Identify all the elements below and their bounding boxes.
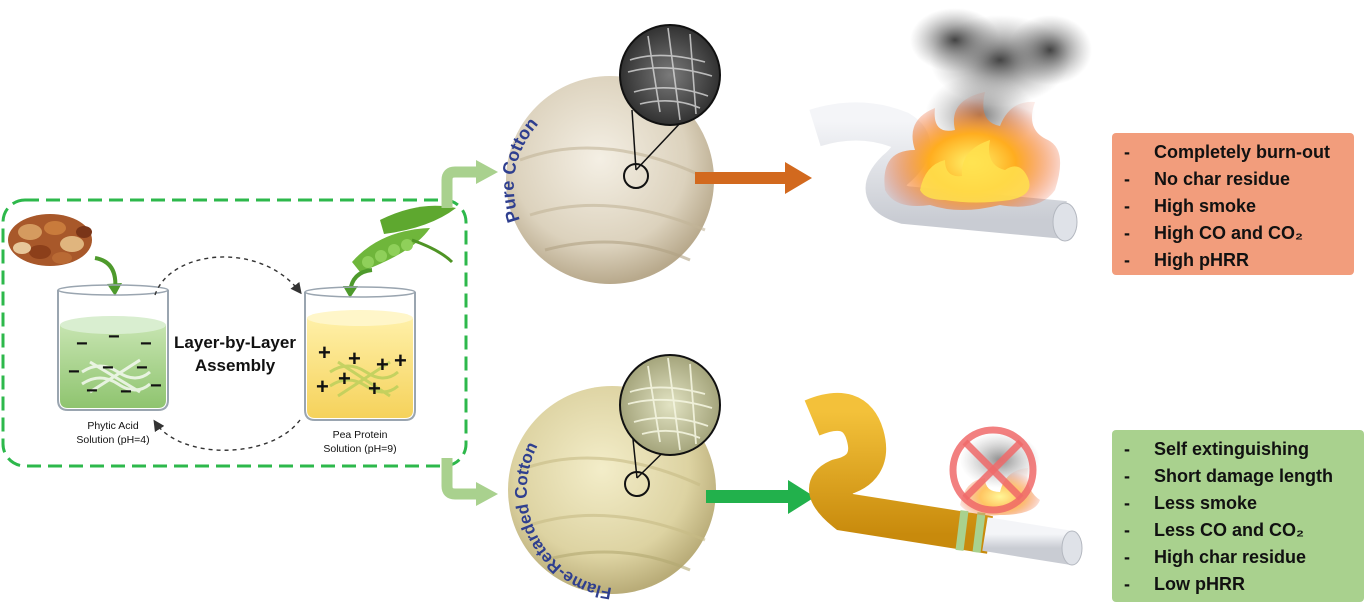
green-arrow-head	[788, 480, 815, 514]
pea-pod-icon	[352, 205, 456, 272]
pure-cotton-fabric	[506, 76, 714, 284]
no-fire-icon	[949, 426, 1037, 514]
svg-text:−: −	[86, 380, 98, 402]
svg-text:+: +	[318, 340, 331, 365]
phytic-label-line1: Phytic Acid	[87, 420, 139, 432]
svg-text:−: −	[102, 357, 114, 379]
pea-protein-beaker: +++ ++++	[304, 286, 416, 421]
pure-property-item: -High CO and CO₂	[1124, 223, 1303, 243]
svg-text:−: −	[76, 333, 88, 355]
layer-assembly-label-line1: Layer-by-Layer	[174, 333, 296, 352]
fr-property-item: -Less smoke	[1124, 493, 1258, 513]
layer-assembly-label-line2: Assembly	[195, 356, 276, 375]
orange-arrow-shaft	[695, 172, 787, 184]
orange-arrow-head	[785, 162, 812, 194]
pea-label-line1: Pea Protein	[333, 429, 388, 441]
svg-text:+: +	[348, 346, 361, 371]
svg-text:+: +	[394, 348, 407, 373]
fr-cotton-properties: -Self extinguishing -Short damage length…	[1112, 430, 1364, 602]
phytic-label-line2: Solution (pH=4)	[76, 434, 149, 446]
sem-image-fr	[619, 354, 721, 456]
zoom-line-pure-a	[631, 109, 637, 171]
green-arrow-shaft	[706, 490, 790, 503]
pure-property-item: -No char residue	[1124, 169, 1291, 189]
svg-text:−: −	[68, 361, 80, 383]
svg-text:−: −	[108, 326, 120, 348]
cycle-arrow-top	[154, 256, 302, 296]
nuts-icon	[8, 214, 92, 266]
pure-property-item: -Completely burn-out	[1124, 142, 1330, 162]
pure-property-item: -High smoke	[1124, 196, 1257, 216]
svg-text:−: −	[120, 381, 132, 403]
zoom-spot-pure	[623, 163, 649, 189]
cycle-arrow-bottom	[153, 419, 301, 451]
svg-text:−: −	[150, 375, 162, 397]
svg-text:+: +	[376, 352, 389, 377]
pea-label-line2: Solution (pH=9)	[323, 443, 396, 455]
pure-property-item: -High pHRR	[1124, 250, 1249, 270]
fr-property-item: -High char residue	[1124, 547, 1307, 567]
svg-text:+: +	[368, 376, 381, 401]
svg-text:+: +	[316, 374, 329, 399]
fr-property-item: -Self extinguishing	[1124, 439, 1310, 459]
fr-property-item: -Low pHRR	[1124, 574, 1245, 594]
svg-text:−: −	[140, 333, 152, 355]
treated-fabric-tube	[804, 392, 1083, 566]
fr-property-item: -Less CO and CO₂	[1124, 520, 1305, 540]
pure-cotton-properties: -Completely burn-out -No char residue -H…	[1112, 133, 1354, 275]
phytic-acid-beaker: −−− −−− −−−	[57, 284, 169, 411]
zoom-spot-fr	[624, 471, 650, 497]
flow-arrow-to-pure	[441, 166, 478, 208]
svg-text:+: +	[338, 366, 351, 391]
fr-property-item: -Short damage length	[1124, 466, 1334, 486]
sem-image-pure	[619, 24, 721, 126]
fire-icon	[884, 92, 1061, 210]
svg-text:−: −	[136, 357, 148, 379]
flow-arrow-to-fr	[441, 458, 478, 500]
